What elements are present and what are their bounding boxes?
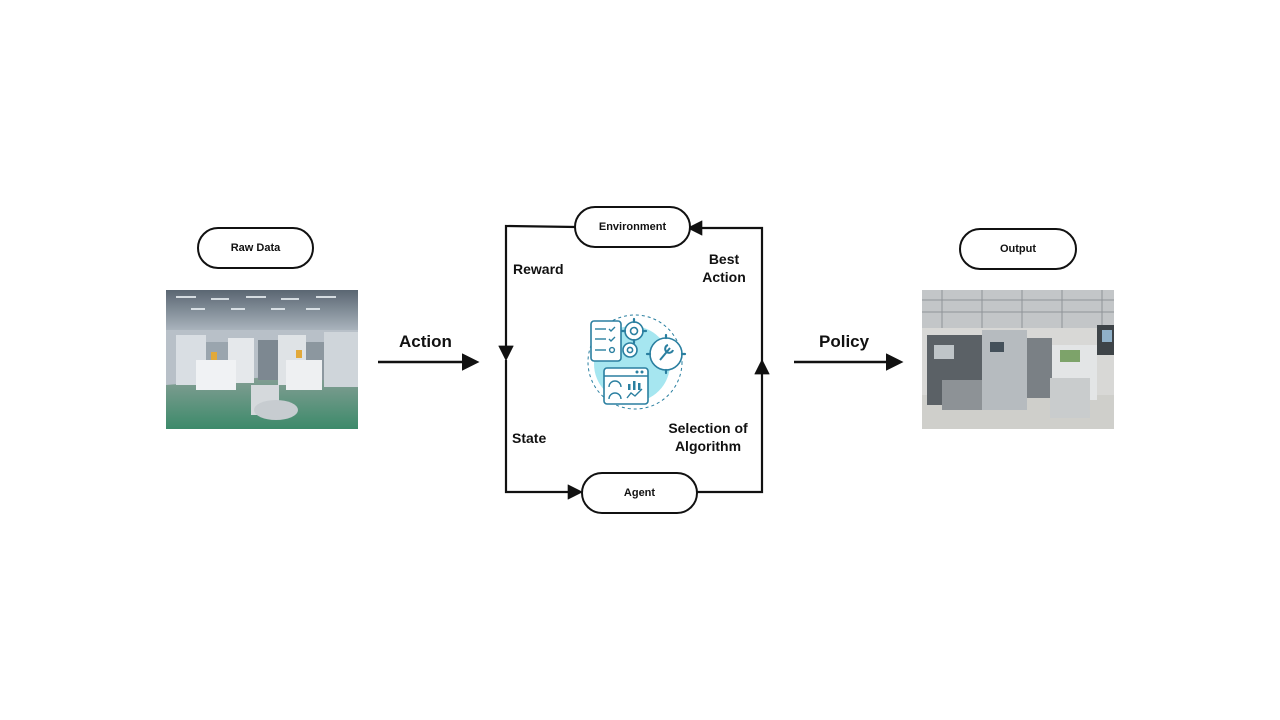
- selection-connector: [697, 358, 770, 494]
- selection-line1: Selection of: [668, 420, 748, 436]
- algorithm-gears-dashboard-icon: [580, 312, 688, 410]
- best-action-line2: Action: [702, 269, 746, 285]
- reward-label: Reward: [513, 261, 564, 277]
- best-action-label: Best Action: [700, 250, 748, 286]
- best-action-connector: [686, 220, 764, 364]
- environment-node: Environment: [574, 206, 691, 248]
- environment-label: Environment: [598, 221, 667, 233]
- output-factory-image: [922, 290, 1114, 429]
- reward-connector: [498, 224, 577, 362]
- agent-label: Agent: [623, 487, 656, 499]
- best-action-line1: Best: [708, 251, 740, 267]
- raw-data-label: Raw Data: [230, 242, 281, 254]
- raw-data-node: Raw Data: [197, 227, 314, 269]
- selection-line2: Algorithm: [674, 438, 742, 454]
- state-label: State: [512, 430, 547, 446]
- agent-node: Agent: [581, 472, 698, 514]
- state-connector: [504, 360, 584, 500]
- selection-label: Selection of Algorithm: [664, 419, 752, 455]
- raw-data-factory-image: [166, 290, 358, 429]
- action-label: Action: [399, 332, 452, 351]
- output-node: Output: [959, 228, 1077, 270]
- output-label: Output: [999, 243, 1037, 255]
- policy-label: Policy: [819, 332, 870, 351]
